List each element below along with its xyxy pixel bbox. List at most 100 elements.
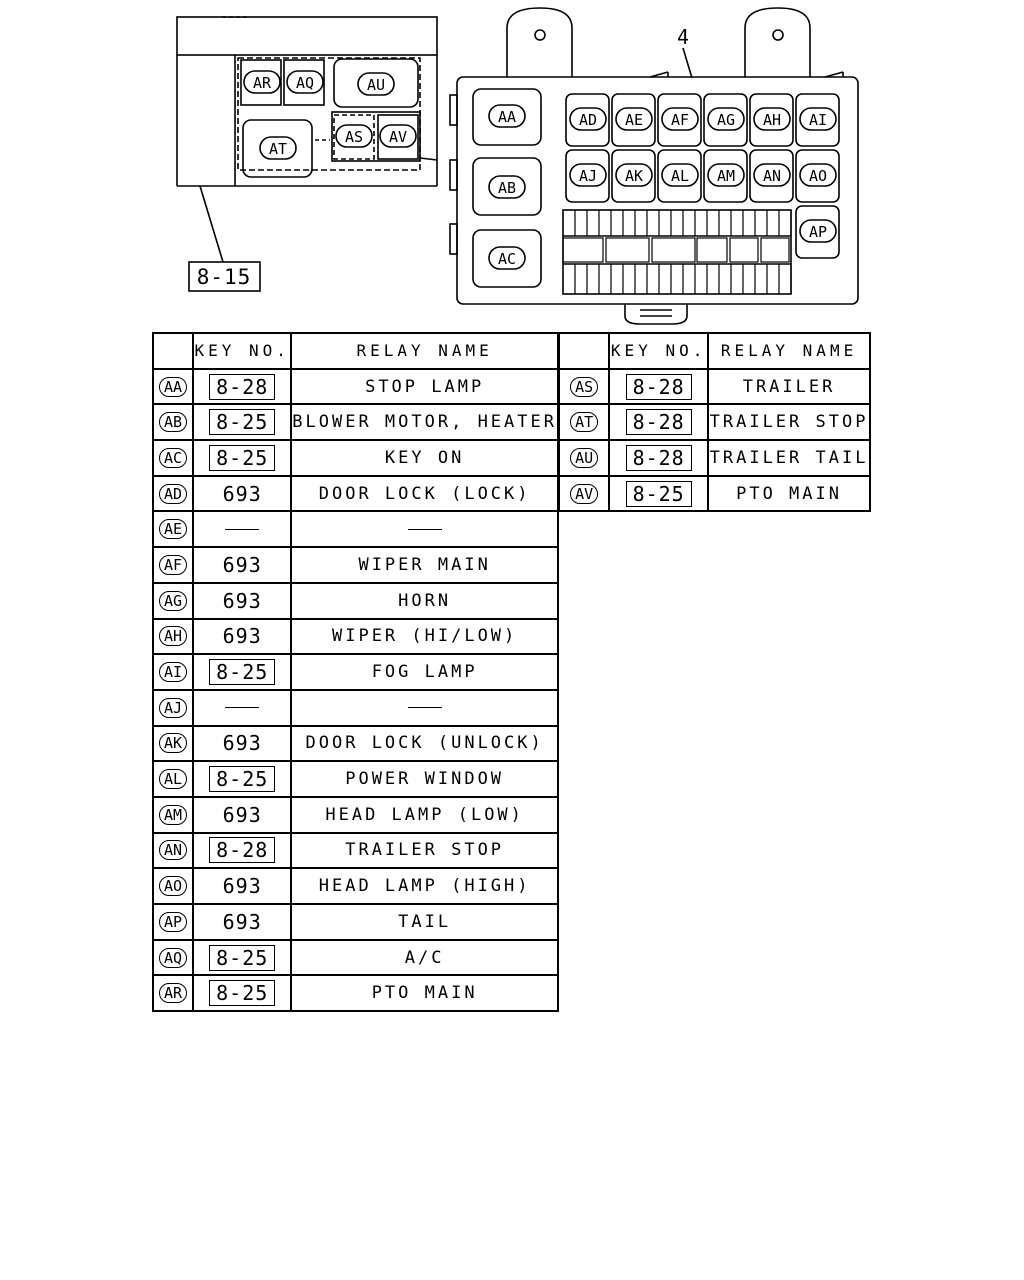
table-row: AP 693 TAIL <box>151 903 559 941</box>
key-no-cell: 693 <box>192 903 293 941</box>
key-no-cell: 8-28 <box>192 831 293 870</box>
relay-id: AC <box>159 447 188 468</box>
relay-position-ah: AH <box>753 107 791 131</box>
relay-id-cell: AC <box>151 439 195 477</box>
relay-id: AP <box>159 911 188 932</box>
relay-name: WIPER (HI/LOW) <box>331 626 518 647</box>
relay-name-cell: TAIL <box>290 903 559 941</box>
relay-id: AJ <box>159 697 188 718</box>
key-no: 693 <box>222 624 262 649</box>
relay-name-cell: BLOWER MOTOR, HEATER <box>290 403 559 442</box>
relay-id: AM <box>159 804 188 825</box>
svg-text:AV: AV <box>389 128 407 146</box>
key-no-cell: 8-25 <box>192 974 293 1013</box>
key-no-cell: 693 <box>192 474 293 513</box>
relay-name-cell: A/C <box>290 938 559 977</box>
relay-position-al: AL <box>661 163 699 187</box>
relay-position-ad: AD <box>569 107 607 131</box>
key-no-cell: 8-25 <box>192 938 293 977</box>
svg-text:AR: AR <box>253 74 272 92</box>
relay-name-cell: TRAILER <box>707 367 871 406</box>
key-no: 693 <box>222 731 262 756</box>
key-no-cell: 8-25 <box>192 653 293 691</box>
header-key-no: KEY NO. <box>192 332 293 370</box>
relay-id-cell: AU <box>557 439 611 477</box>
table-header-row: KEY NO. RELAY NAME <box>557 332 871 370</box>
header-blank <box>557 332 611 370</box>
relay-name-cell <box>290 510 559 549</box>
relay-name: HEAD LAMP (LOW) <box>325 804 524 825</box>
key-no-cell <box>192 688 293 727</box>
relay-id-cell: AD <box>151 474 195 513</box>
svg-text:AK: AK <box>625 167 643 185</box>
relay-position-am: AM <box>707 163 745 187</box>
key-no-cell: 8-25 <box>192 403 293 442</box>
svg-text:AB: AB <box>498 179 516 197</box>
relay-position-at: AT <box>259 136 297 160</box>
relay-position-aj: AJ <box>569 163 607 187</box>
svg-text:AM: AM <box>717 167 735 185</box>
key-no: 8-25 <box>209 659 276 686</box>
relay-id-cell: AF <box>151 546 195 584</box>
header-blank <box>151 332 195 370</box>
relay-position-ae: AE <box>615 107 653 131</box>
relay-position-aq: AQ <box>286 70 324 94</box>
svg-text:AS: AS <box>345 128 363 146</box>
relay-name: A/C <box>404 947 445 968</box>
header-relay-name: RELAY NAME <box>707 332 871 370</box>
relay-name-cell: FOG LAMP <box>290 653 559 691</box>
svg-text:AO: AO <box>809 167 827 185</box>
key-no-cell: 693 <box>192 581 293 620</box>
svg-text:AQ: AQ <box>296 74 314 92</box>
relay-position-ai: AI <box>799 107 837 131</box>
relay-id: AN <box>159 840 188 861</box>
key-no: 693 <box>222 802 262 827</box>
key-no-dash <box>225 528 260 530</box>
key-no-cell: 693 <box>192 795 293 834</box>
key-no: 8-28 <box>625 444 692 471</box>
relay-id: AV <box>570 483 599 504</box>
svg-text:AE: AE <box>625 111 643 129</box>
key-no-cell: 8-25 <box>192 760 293 798</box>
key-no-cell: 8-25 <box>192 439 293 477</box>
relay-id: AE <box>159 519 188 540</box>
relay-position-aa: AA <box>488 104 526 128</box>
relay-position-ak: AK <box>615 163 653 187</box>
relay-id: AA <box>159 376 188 397</box>
key-no: 8-25 <box>209 944 276 971</box>
relay-id-cell: AS <box>557 367 611 406</box>
relay-id-cell: AR <box>151 974 195 1013</box>
relay-id-cell: AM <box>151 795 195 834</box>
relay-name-cell: HEAD LAMP (HIGH) <box>290 867 559 905</box>
key-no-cell: 693 <box>192 724 293 763</box>
relay-name: KEY ON <box>384 447 465 468</box>
relay-name-dash <box>407 707 442 709</box>
relay-position-ar: AR <box>243 70 281 94</box>
relay-id-cell: AP <box>151 903 195 941</box>
relay-name: WIPER MAIN <box>358 554 491 575</box>
relay-name-cell: WIPER (HI/LOW) <box>290 617 559 656</box>
relay-name: TRAILER <box>742 376 836 397</box>
table-row: AU 8-28 TRAILER TAIL <box>557 439 871 477</box>
relay-name: FOG LAMP <box>371 662 478 683</box>
key-no-cell: 8-28 <box>608 439 710 477</box>
relay-name: DOOR LOCK (UNLOCK) <box>305 733 544 754</box>
relay-name-cell: PTO MAIN <box>290 974 559 1013</box>
relay-position-ac: AC <box>488 246 526 270</box>
relay-name-cell: TRAILER STOP <box>707 403 871 442</box>
relay-id: AG <box>159 590 188 611</box>
relay-id-cell: AL <box>151 760 195 798</box>
relay-name: TRAILER TAIL <box>709 447 869 468</box>
relay-name-cell: HEAD LAMP (LOW) <box>290 795 559 834</box>
key-no: 693 <box>222 909 262 934</box>
callout-number: 4 <box>677 25 689 49</box>
key-no: 8-25 <box>209 980 276 1007</box>
key-no: 693 <box>222 588 262 613</box>
